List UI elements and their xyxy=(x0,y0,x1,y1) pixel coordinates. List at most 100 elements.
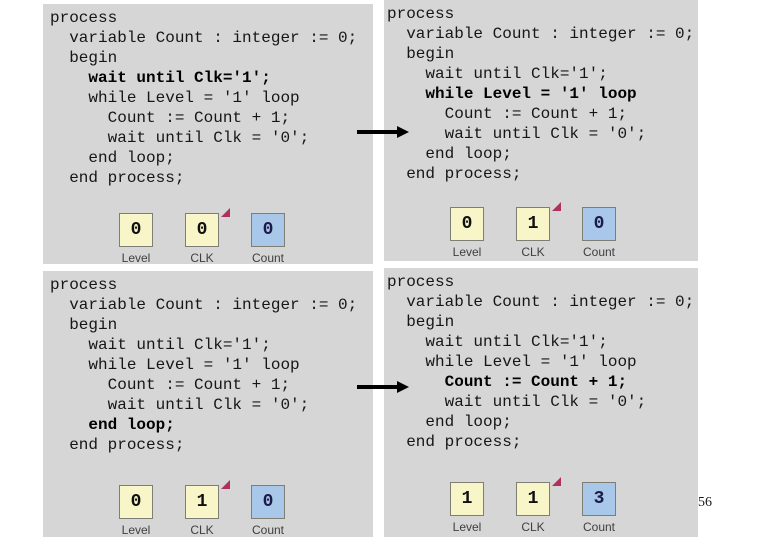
signal-value: 0 xyxy=(593,214,605,234)
signal-label: CLK xyxy=(190,251,214,265)
code-line: end process; xyxy=(50,436,185,454)
code-line: Count := Count + 1; xyxy=(50,376,291,394)
change-marker-icon xyxy=(221,480,230,489)
signal-clk: 0 CLK xyxy=(185,208,230,265)
code-line: wait until Clk='1'; xyxy=(50,336,271,354)
code-panel-bottom-right: process variable Count : integer := 0; b… xyxy=(384,268,698,537)
code-line: variable Count : integer := 0; xyxy=(50,29,358,47)
signal-clk: 1 CLK xyxy=(516,477,561,534)
change-marker-icon xyxy=(552,202,561,211)
signal-label: Level xyxy=(121,251,151,265)
code-line: while Level = '1' loop xyxy=(387,353,637,371)
change-marker-icon xyxy=(552,477,561,486)
signal-level: 1 Level xyxy=(450,482,484,534)
arrow-line xyxy=(357,130,397,134)
arrow-head xyxy=(397,381,409,393)
signal-count: 0 Count xyxy=(251,213,285,265)
code-line: while Level = '1' loop xyxy=(50,89,300,107)
code-line: wait until Clk='1'; xyxy=(387,333,608,351)
signal-label: Count xyxy=(251,523,285,537)
signal-label: Level xyxy=(452,520,482,534)
signal-count: 0 Count xyxy=(582,207,616,259)
signal-value: 0 xyxy=(130,220,142,240)
signal-value: 0 xyxy=(262,220,274,240)
signal-row: 0 Level 1 CLK 0 Count xyxy=(119,480,285,537)
signal-value: 1 xyxy=(461,489,473,509)
signal-label: CLK xyxy=(190,523,214,537)
code-line: while Level = '1' loop xyxy=(50,356,300,374)
code-line: end process; xyxy=(387,165,522,183)
signal-value: 0 xyxy=(196,220,208,240)
signal-clk: 1 CLK xyxy=(516,202,561,259)
vhdl-code: process variable Count : integer := 0; b… xyxy=(384,268,698,452)
code-line-active: Count := Count + 1; xyxy=(387,373,628,391)
change-marker-icon xyxy=(221,208,230,217)
signal-row: 1 Level 1 CLK 3 Count xyxy=(450,477,616,534)
signal-row: 0 Level 0 CLK 0 Count xyxy=(119,208,285,265)
vhdl-code: process variable Count : integer := 0; b… xyxy=(43,271,373,455)
signal-count: 3 Count xyxy=(582,482,616,534)
code-line: end process; xyxy=(50,169,185,187)
page-number: 56 xyxy=(698,495,712,510)
code-line: begin xyxy=(50,316,118,334)
code-line: process xyxy=(50,9,118,27)
vhdl-code: process variable Count : integer := 0; b… xyxy=(43,4,373,188)
code-line: process xyxy=(387,5,455,23)
signal-level: 0 Level xyxy=(450,207,484,259)
arrow-head xyxy=(397,126,409,138)
code-line: end loop; xyxy=(387,413,512,431)
code-line: Count := Count + 1; xyxy=(50,109,291,127)
code-line: variable Count : integer := 0; xyxy=(387,293,695,311)
signal-level: 0 Level xyxy=(119,213,153,265)
code-panel-top-left: process variable Count : integer := 0; b… xyxy=(43,4,373,265)
code-line-active: while Level = '1' loop xyxy=(387,85,637,103)
code-line: begin xyxy=(50,49,118,67)
signal-level: 0 Level xyxy=(119,485,153,537)
signal-box-count: 0 xyxy=(251,485,285,519)
signal-label: Level xyxy=(121,523,151,537)
code-line: end process; xyxy=(387,433,522,451)
code-line: wait until Clk = '0'; xyxy=(50,129,310,147)
code-line: wait until Clk='1'; xyxy=(387,65,608,83)
signal-box-level: 0 xyxy=(119,213,153,247)
code-line: begin xyxy=(387,45,455,63)
code-line: Count := Count + 1; xyxy=(387,105,628,123)
signal-box-clk: 1 xyxy=(516,202,561,241)
signal-count: 0 Count xyxy=(251,485,285,537)
signal-value: 1 xyxy=(527,489,539,509)
signal-box-level: 0 xyxy=(450,207,484,241)
transition-arrow-bottom-icon xyxy=(357,381,409,393)
code-line: wait until Clk = '0'; xyxy=(387,125,647,143)
signal-box-level: 1 xyxy=(450,482,484,516)
signal-value: 0 xyxy=(130,492,142,512)
signal-value: 3 xyxy=(593,489,605,509)
code-line: wait until Clk = '0'; xyxy=(387,393,647,411)
signal-value: 0 xyxy=(262,492,274,512)
signal-box-count: 0 xyxy=(582,207,616,241)
code-line: process xyxy=(50,276,118,294)
signal-value: 0 xyxy=(461,214,473,234)
code-panel-bottom-left: process variable Count : integer := 0; b… xyxy=(43,271,373,537)
transition-arrow-top-icon xyxy=(357,126,409,138)
vhdl-code: process variable Count : integer := 0; b… xyxy=(384,0,698,184)
signal-clk: 1 CLK xyxy=(185,480,230,537)
signal-box-count: 0 xyxy=(251,213,285,247)
code-line: end loop; xyxy=(50,149,175,167)
signal-label: Count xyxy=(582,520,616,534)
code-line-active: end loop; xyxy=(50,416,175,434)
signal-box-count: 3 xyxy=(582,482,616,516)
signal-value: 1 xyxy=(527,214,539,234)
code-line: begin xyxy=(387,313,455,331)
signal-box-clk: 1 xyxy=(185,480,230,519)
code-line: variable Count : integer := 0; xyxy=(387,25,695,43)
arrow-line xyxy=(357,385,397,389)
signal-box-level: 0 xyxy=(119,485,153,519)
signal-label: Count xyxy=(582,245,616,259)
signal-label: Level xyxy=(452,245,482,259)
code-line: end loop; xyxy=(387,145,512,163)
code-line-active: wait until Clk='1'; xyxy=(50,69,271,87)
signal-value: 1 xyxy=(196,492,208,512)
code-line: process xyxy=(387,273,455,291)
code-panel-top-right: process variable Count : integer := 0; b… xyxy=(384,0,698,261)
signal-label: CLK xyxy=(521,245,545,259)
